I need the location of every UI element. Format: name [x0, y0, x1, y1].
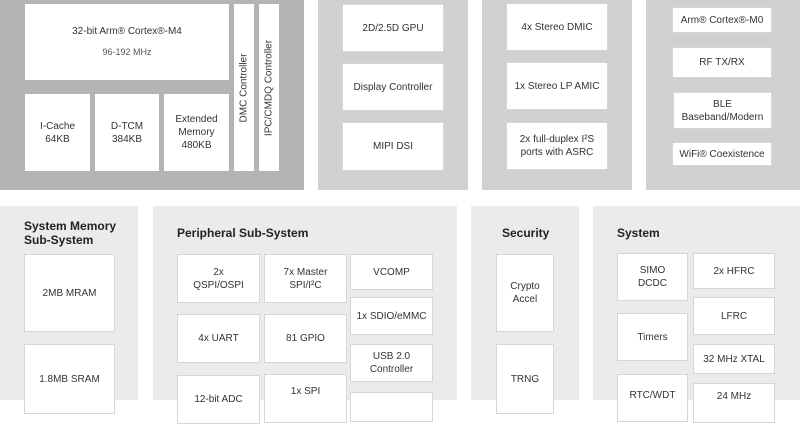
24mhz-block: 24 MHz: [693, 383, 775, 423]
ipc-cmdq-controller-block: IPC/CMDQ Controller: [259, 4, 279, 171]
security-title: Security: [502, 226, 550, 240]
system-panel: System SIMO DCDC 2x HFRC LFRC Timers 32 …: [593, 206, 800, 423]
stereo-dmic-block: 4x Stereo DMIC: [506, 3, 608, 51]
stereo-lp-amic-block: 1x Stereo LP AMIC: [506, 62, 608, 110]
extended-memory-block: Extended Memory 480KB: [164, 94, 229, 171]
dmc-controller-label: DMC Controller: [238, 53, 250, 122]
spi-i2c-block: 7x Master SPI/I²C: [264, 254, 347, 303]
cpu-block: 32-bit Arm® Cortex®-M4 96-192 MHz: [25, 4, 229, 80]
gpu-block: 2D/2.5D GPU: [342, 4, 444, 52]
dtcm-block: D-TCM 384KB: [95, 94, 159, 171]
peripheral-panel: Peripheral Sub-System 2x QSPI/OSPI 7x Ma…: [153, 206, 457, 424]
trng-block: TRNG: [496, 344, 554, 414]
rtc-wdt-block: RTC/WDT: [617, 374, 688, 422]
sram-block: 1.8MB SRAM: [24, 344, 115, 414]
peripheral-title: Peripheral Sub-System: [177, 226, 309, 240]
mram-block: 2MB MRAM: [24, 254, 115, 332]
wifi-coexistence-block: WiFi® Coexistence: [672, 142, 772, 166]
system-memory-title: System Memory Sub-System: [24, 219, 117, 247]
cortex-m0-block: Arm® Cortex®-M0: [672, 7, 772, 33]
uart-block: 4x UART: [177, 314, 260, 363]
radio-panel: Arm® Cortex®-M0 RF TX/RX BLE Baseband/Mo…: [646, 0, 800, 190]
qspi-ospi-block: 2x QSPI/OSPI: [177, 254, 260, 303]
peripheral-extra-block: [350, 392, 433, 422]
mipi-dsi-block: MIPI DSI: [342, 122, 444, 171]
vcomp-block: VCOMP: [350, 254, 433, 290]
cpu-frequency: 96-192 MHz: [102, 47, 152, 57]
audio-panel: 4x Stereo DMIC 1x Stereo LP AMIC 2x full…: [482, 0, 632, 190]
crypto-accel-block: Crypto Accel: [496, 254, 554, 332]
cpu-title: 32-bit Arm® Cortex®-M4: [72, 26, 182, 37]
ble-baseband-block: BLE Baseband/Modern: [673, 92, 772, 129]
display-controller-block: Display Controller: [342, 63, 444, 111]
spi-block: 1x SPI: [264, 374, 347, 423]
gpio-block: 81 GPIO: [264, 314, 347, 363]
dmc-controller-block: DMC Controller: [234, 4, 254, 171]
system-title: System: [617, 226, 660, 240]
hfrc-block: 2x HFRC: [693, 253, 775, 289]
icache-block: I-Cache 64KB: [25, 94, 90, 171]
32mhz-xtal-block: 32 MHz XTAL: [693, 344, 775, 374]
ipc-cmdq-controller-label: IPC/CMDQ Controller: [263, 39, 275, 136]
usb-controller-block: USB 2.0 Controller: [350, 344, 433, 382]
simo-dcdc-block: SIMO DCDC: [617, 253, 688, 301]
security-panel: Security Crypto Accel TRNG: [471, 206, 579, 414]
timers-block: Timers: [617, 313, 688, 361]
i2s-ports-block: 2x full-duplex I²S ports with ASRC: [506, 122, 608, 170]
rf-txrx-block: RF TX/RX: [672, 47, 772, 78]
sdio-emmc-block: 1x SDIO/eMMC: [350, 297, 433, 335]
system-memory-panel: System Memory Sub-System 2MB MRAM 1.8MB …: [0, 206, 138, 414]
graphics-panel: 2D/2.5D GPU Display Controller MIPI DSI: [318, 0, 468, 190]
lfrc-block: LFRC: [693, 297, 775, 335]
mcu-subsystem-panel: 32-bit Arm® Cortex®-M4 96-192 MHz I-Cach…: [0, 0, 304, 190]
